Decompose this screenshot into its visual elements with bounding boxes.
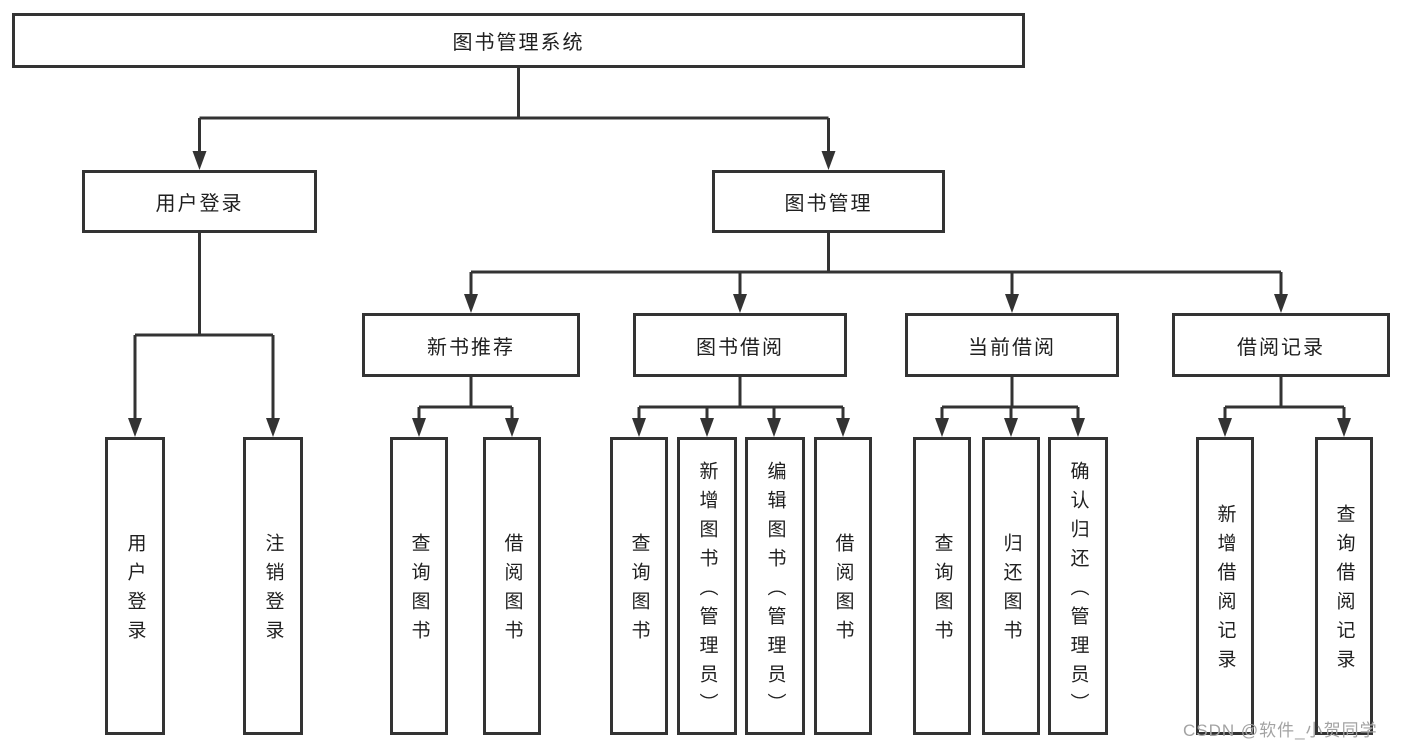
leaf-user-login: 用户登录 xyxy=(105,437,165,735)
leaf-query-books-recommend-label: 查询图书 xyxy=(408,533,430,649)
leaf-confirm-return-admin: 确认归还（管理员） xyxy=(1048,437,1108,735)
leaf-query-books-current: 查询图书 xyxy=(913,437,971,735)
leaf-add-borrow-record-label: 新增借阅记录 xyxy=(1214,504,1236,678)
leaf-borrow-books-recommend: 借阅图书 xyxy=(483,437,541,735)
leaf-logout-label: 注销登录 xyxy=(262,533,284,649)
leaf-return-books-label: 归还图书 xyxy=(1000,533,1022,649)
leaf-borrow-books-recommend-label: 借阅图书 xyxy=(501,533,523,649)
leaf-return-books: 归还图书 xyxy=(982,437,1040,735)
leaf-add-borrow-record: 新增借阅记录 xyxy=(1196,437,1254,735)
node-book-borrow: 图书借阅 xyxy=(633,313,847,377)
leaf-query-books-borrow: 查询图书 xyxy=(610,437,668,735)
leaf-query-borrow-record-label: 查询借阅记录 xyxy=(1333,504,1355,678)
leaf-query-borrow-record: 查询借阅记录 xyxy=(1315,437,1373,735)
csdn-watermark: CSDN @软件_小贺同学 xyxy=(1183,721,1378,740)
leaf-edit-books-admin: 编辑图书（管理员） xyxy=(745,437,805,735)
leaf-query-books-recommend: 查询图书 xyxy=(390,437,448,735)
node-book-management: 图书管理 xyxy=(712,170,945,233)
leaf-user-login-label: 用户登录 xyxy=(124,533,146,649)
node-user-login: 用户登录 xyxy=(82,170,317,233)
leaf-borrow-books-label: 借阅图书 xyxy=(832,533,854,649)
leaf-edit-books-admin-label: 编辑图书（管理员） xyxy=(764,460,786,722)
node-new-book-recommend: 新书推荐 xyxy=(362,313,580,377)
leaf-query-books-current-label: 查询图书 xyxy=(931,533,953,649)
leaf-logout: 注销登录 xyxy=(243,437,303,735)
leaf-add-books-admin: 新增图书（管理员） xyxy=(677,437,737,735)
node-current-borrow: 当前借阅 xyxy=(905,313,1119,377)
leaf-add-books-admin-label: 新增图书（管理员） xyxy=(696,460,718,722)
leaf-query-books-borrow-label: 查询图书 xyxy=(628,533,650,649)
node-borrow-records: 借阅记录 xyxy=(1172,313,1390,377)
node-root: 图书管理系统 xyxy=(12,13,1025,68)
leaf-confirm-return-admin-label: 确认归还（管理员） xyxy=(1067,460,1089,722)
leaf-borrow-books: 借阅图书 xyxy=(814,437,872,735)
